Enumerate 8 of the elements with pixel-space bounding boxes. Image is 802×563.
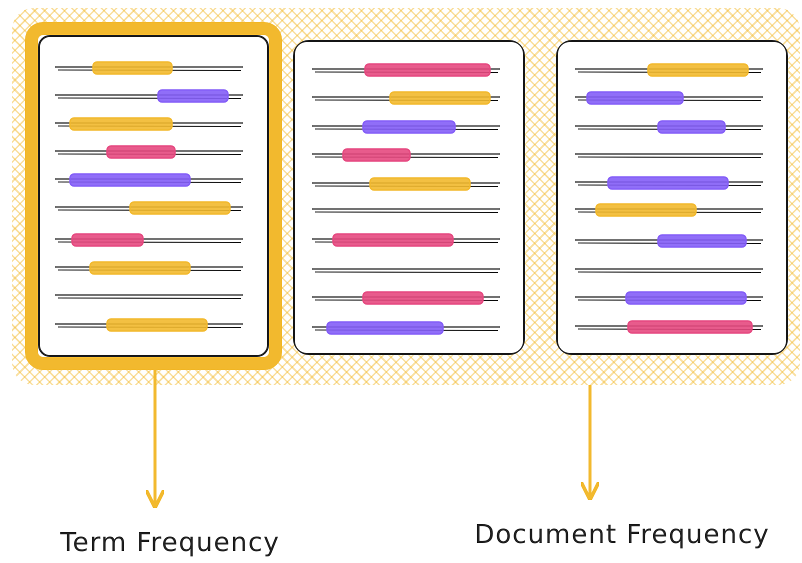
arrow <box>144 370 166 510</box>
caption-text: Term Frequency <box>60 528 280 558</box>
document <box>293 40 525 355</box>
corpus-panel <box>12 8 800 385</box>
document <box>556 40 788 355</box>
arrow <box>579 385 601 502</box>
highlighted-document <box>25 22 282 370</box>
caption-text: Document Frequency <box>474 520 770 550</box>
